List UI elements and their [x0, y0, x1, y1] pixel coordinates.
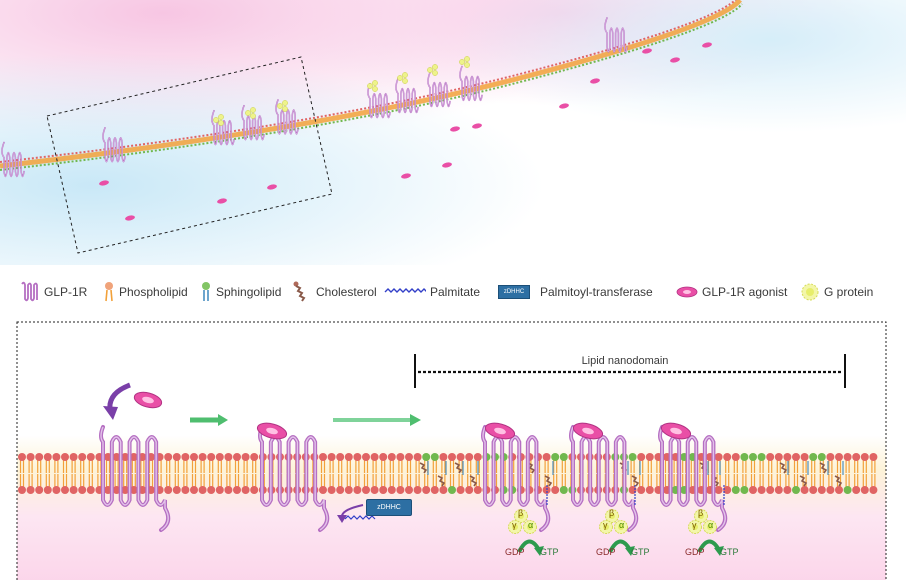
overview-receptor — [367, 82, 391, 119]
overview-receptor — [211, 109, 235, 146]
agonist-bound — [660, 422, 692, 440]
gdp-label: GDP — [505, 547, 525, 557]
subunit-alpha: α — [619, 520, 625, 530]
detail-panel-bg — [17, 322, 886, 580]
nanodomain-bracket — [414, 354, 846, 388]
gprotein-icon — [801, 283, 819, 301]
legend-zdhhc: zDHHC Palmitoyl-transferase — [498, 278, 653, 306]
legend-glp1r: GLP-1R — [20, 278, 87, 306]
overview-receptors — [1, 17, 628, 178]
free-palmitate — [344, 515, 376, 520]
legend-phospholipid: Phospholipid — [103, 278, 188, 306]
g-proteins — [508, 509, 724, 556]
process-arrows — [103, 382, 421, 523]
subunit-beta: β — [698, 508, 704, 518]
subunit-gamma: γ — [692, 520, 697, 530]
nanodomain-label: Lipid nanodomain — [581, 355, 669, 367]
overview-gprotein — [367, 80, 378, 92]
subunit-beta: β — [518, 508, 524, 518]
overview-agonist-dot — [125, 215, 135, 221]
overview-receptor — [241, 104, 265, 141]
subunit-alpha: α — [708, 520, 714, 530]
glp1r-receptor — [258, 425, 330, 532]
overview-gprotein — [245, 107, 256, 119]
gdp-label: GDP — [685, 547, 705, 557]
gdp-label: GDP — [596, 547, 616, 557]
subunit-gamma: γ — [603, 520, 608, 530]
cholesterol-icon — [293, 281, 306, 302]
detail-receptors — [99, 422, 728, 532]
gtp-label: GTP — [540, 547, 559, 557]
overview-receptor — [427, 71, 451, 108]
palmitate-icon — [384, 288, 426, 293]
overview-agonist-dot — [267, 184, 277, 190]
overview-agonist-dot — [670, 57, 680, 63]
glp1r-receptor — [569, 425, 639, 532]
overview-agonists — [99, 42, 712, 221]
gtp-label: GTP — [631, 547, 650, 557]
detail-panel-border — [16, 321, 887, 580]
legend-label: Palmitate — [430, 285, 481, 299]
legend-label: Sphingolipid — [216, 285, 282, 299]
legend-label: Phospholipid — [119, 285, 188, 299]
overview-receptor — [275, 99, 299, 135]
subunit-gamma: γ — [512, 520, 517, 530]
legend-cholesterol: Cholesterol — [292, 278, 377, 306]
overview-agonist-dot — [450, 126, 460, 132]
agonist-bound — [484, 422, 516, 440]
overview-membrane — [0, 0, 743, 171]
glp1r-receptor — [481, 425, 551, 532]
overview-agonist-dot — [642, 48, 652, 54]
g-protein-complex — [508, 509, 544, 556]
sphingolipid-icon — [202, 282, 210, 301]
overview-receptor — [102, 127, 126, 163]
overview-receptor — [459, 65, 483, 102]
agonist-bound — [572, 422, 604, 440]
overview-agonist-dot — [99, 180, 109, 186]
g-protein-complex — [688, 509, 724, 556]
glp1r-receptor — [658, 425, 728, 532]
legend-agonist: GLP-1R agonist — [676, 278, 787, 306]
overview-gprotein — [427, 64, 438, 76]
overview-agonist-dot — [217, 198, 227, 204]
subunit-alpha: α — [528, 520, 534, 530]
zdhhc-badge-icon: zDHHC — [498, 285, 530, 299]
legend-label: GLP-1R agonist — [702, 285, 788, 299]
legend-label: GLP-1R — [44, 285, 88, 299]
subunit-beta: β — [609, 508, 615, 518]
phospholipid-icon — [105, 282, 113, 302]
zdhhc-enzyme: zDHHC — [366, 499, 412, 516]
overview-agonist-dot — [401, 173, 411, 179]
overview-agonist-dot — [702, 42, 712, 48]
g-protein-complex — [599, 509, 635, 556]
zoom-region-box — [46, 56, 333, 254]
overview-gprotein — [213, 114, 224, 126]
overview-agonist-dot — [559, 103, 569, 109]
overview-gprotein — [277, 100, 288, 112]
legend-gprotein: G protein — [800, 278, 873, 306]
legend-label: Palmitoyl-transferase — [540, 285, 653, 299]
overview-gprotein — [459, 56, 470, 68]
overview-agonist-dot — [590, 78, 600, 84]
legend-label: G protein — [824, 285, 874, 299]
overview-receptor — [395, 77, 419, 114]
overview-receptor — [604, 17, 628, 53]
overview-agonist-dot — [442, 162, 452, 168]
legend-palmitate: Palmitate — [384, 278, 480, 306]
legend: GLP-1R Phospholipid Sphingolipid Cholest… — [0, 278, 906, 306]
gtp-label: GTP — [720, 547, 739, 557]
bg-glow-blue-2 — [0, 0, 906, 265]
legend-sphingolipid: Sphingolipid — [200, 278, 281, 306]
overview-agonist-dot — [472, 123, 482, 129]
agonist-icon — [676, 286, 698, 298]
glp1r-icon — [21, 281, 38, 302]
overview-receptor — [1, 141, 25, 178]
legend-label: Cholesterol — [316, 285, 377, 299]
glp1r-receptor — [99, 425, 171, 532]
agonist-bound — [256, 422, 288, 440]
overview-gprotein — [397, 72, 408, 84]
